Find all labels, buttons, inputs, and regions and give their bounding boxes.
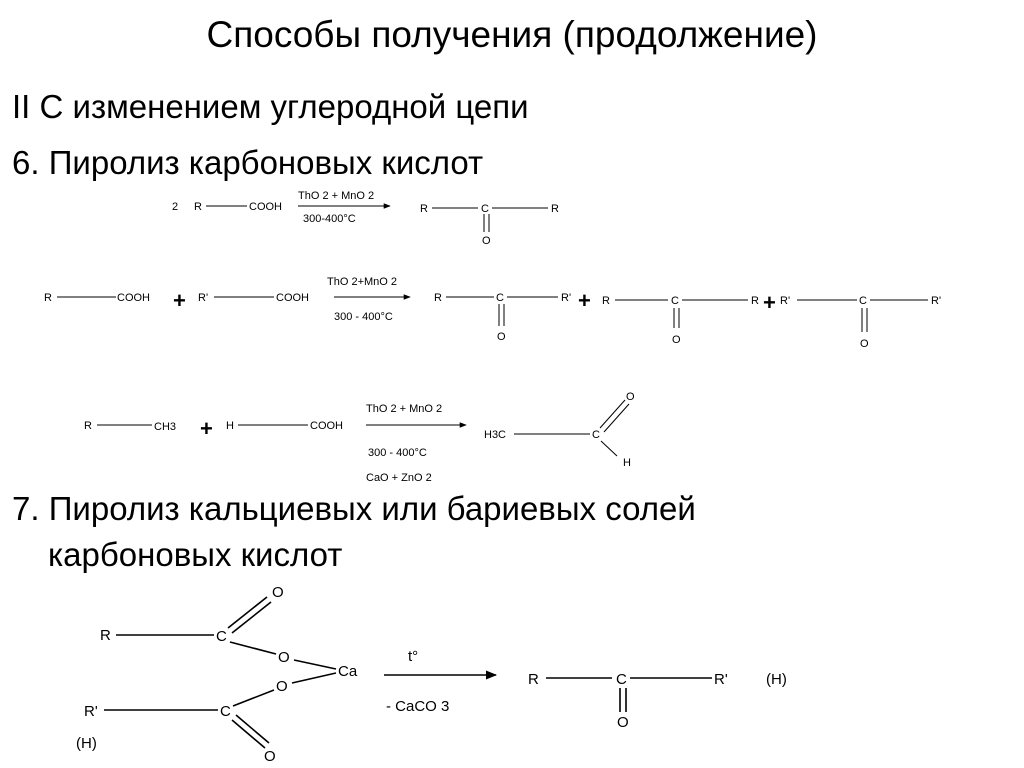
r3-h: H [226, 420, 234, 432]
r2-cooh2: COOH [276, 292, 309, 304]
r4-c1: C [216, 628, 227, 645]
r1-cooh: COOH [249, 201, 282, 213]
r1-r: R [194, 201, 202, 213]
r4-cond-bottom: - CaCO 3 [386, 698, 449, 715]
r3-ch3: CH3 [154, 421, 176, 433]
r2-catalyst: ThO 2+MnO 2 [327, 276, 397, 288]
r2-p1-o: O [497, 331, 506, 343]
reaction-3: R CH3 + H COOH ThO 2 + MnO 2 300 - 400°C… [84, 391, 635, 484]
r3-r: R [84, 420, 92, 432]
r1-p-r2: R [551, 203, 559, 215]
r3-p-dbond-a [599, 399, 626, 429]
reaction-4: R C O O Ca O R' (H) C O t° - CaCO 3 R C … [76, 584, 787, 765]
r1-p-r1: R [420, 203, 428, 215]
r4-rp: R' [84, 703, 98, 720]
reaction-2: R COOH + R' COOH ThO 2+MnO 2 300 - 400°C… [44, 276, 941, 350]
r4-c1-bond-o [229, 641, 277, 655]
section-heading: II С изменением углеродной цепи [12, 88, 529, 125]
r2-plus2: + [578, 288, 591, 313]
r4-p-o: O [617, 714, 629, 731]
r1-coef: 2 [172, 201, 178, 213]
r4-p-h: (H) [766, 671, 787, 688]
r2-plus3: + [763, 290, 776, 315]
r3-catalyst1: ThO 2 + MnO 2 [366, 403, 442, 415]
method-7-heading: 7. Пиролиз кальциевых или бариевых солей [12, 490, 696, 527]
r3-cooh: COOH [310, 420, 343, 432]
r1-p-o: O [482, 235, 491, 247]
r3-p-c: C [592, 429, 600, 441]
r2-p2-o: O [672, 334, 681, 346]
r4-o3: O [276, 678, 288, 695]
r3-plus: + [200, 416, 213, 441]
r2-temp: 300 - 400°C [334, 311, 393, 323]
r4-p-c: C [616, 671, 627, 688]
r2-rp: R' [198, 292, 208, 304]
r2-p3-rp: R' [780, 295, 790, 307]
r4-p-rp: R' [714, 671, 728, 688]
r4-h-alt: (H) [76, 735, 97, 752]
r4-o1: O [272, 584, 284, 601]
r4-r: R [100, 627, 111, 644]
r4-c2: C [220, 703, 231, 720]
r2-p2-r: R [602, 295, 610, 307]
r3-p-h3c: H3C [484, 429, 506, 441]
r2-plus1: + [173, 288, 186, 313]
r4-c2-dbond-b [235, 714, 270, 744]
r3-p-bond-h [600, 440, 618, 457]
r4-c2-dbond-a [231, 719, 266, 749]
r3-temp: 300 - 400°C [368, 447, 427, 459]
r4-o4: O [264, 748, 276, 765]
r2-p1-rp: R' [561, 292, 571, 304]
r2-p3-c: C [859, 295, 867, 307]
r3-catalyst2: CaO + ZnO 2 [366, 472, 432, 484]
reaction-1: 2 R COOH ThO 2 + MnO 2 300-400°C R C R O [172, 190, 559, 247]
r1-p-c: C [481, 203, 489, 215]
r4-p-r: R [528, 671, 539, 688]
r4-o2-ca-bond [293, 659, 337, 670]
r4-o3-ca-bond [291, 672, 337, 684]
r3-p-dbond-b [603, 403, 630, 433]
r2-p3-o: O [860, 338, 869, 350]
r2-p1-c: C [496, 292, 504, 304]
method-7-heading-cont: карбоновых кислот [48, 536, 343, 573]
r2-p2-c: C [671, 295, 679, 307]
r2-p1-r: R [434, 292, 442, 304]
slide-title: Способы получения (продолжение) [206, 14, 818, 55]
r1-catalyst: ThO 2 + MnO 2 [298, 190, 374, 202]
r3-p-o: O [626, 391, 635, 403]
r4-c1-dbond-b [231, 601, 272, 634]
r2-p3-rp2: R' [931, 295, 941, 307]
r2-cooh1: COOH [117, 292, 150, 304]
r2-p2-r2: R [751, 295, 759, 307]
method-6-heading: 6. Пиролиз карбоновых кислот [12, 144, 484, 181]
r3-p-h: H [623, 457, 631, 469]
r1-temp: 300-400°C [303, 213, 356, 225]
r4-c2-bond-o [232, 689, 275, 707]
r4-cond-top: t° [408, 648, 418, 665]
r4-c1-dbond-a [227, 596, 268, 629]
r2-r: R [44, 292, 52, 304]
r4-ca: Ca [338, 663, 358, 680]
r4-o2: O [278, 649, 290, 666]
